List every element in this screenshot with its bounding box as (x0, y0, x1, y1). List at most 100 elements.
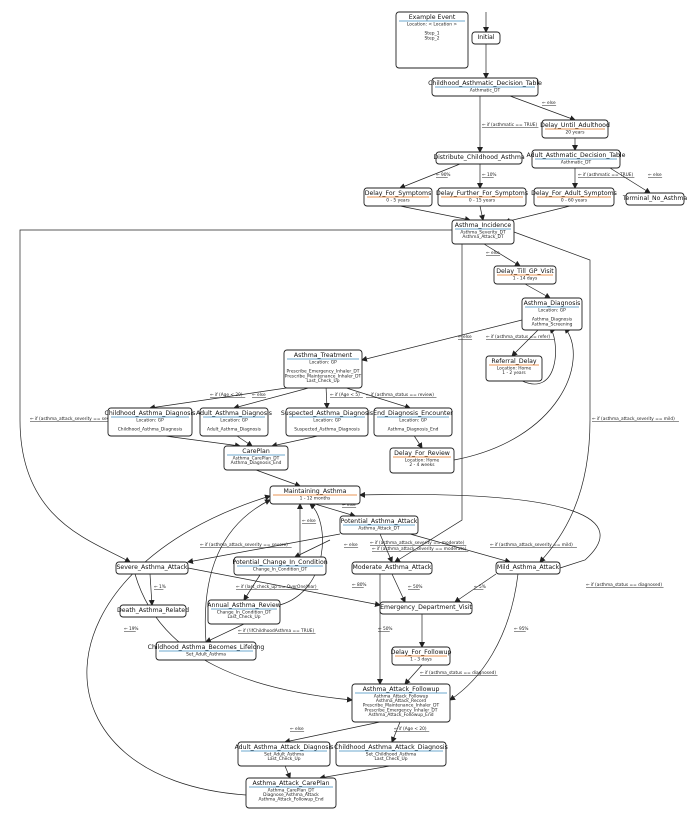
edge-label-e7: ← 10% (482, 172, 497, 178)
edge-e12 (504, 205, 571, 224)
node-distc[interactable]: Distribute_Childhood_Asthma (433, 151, 525, 165)
node-title-atreat: Asthma_Treatment (294, 352, 353, 359)
node-title-pcic: Potential_Change_In_Condition (232, 559, 327, 566)
edge-label-e45: ← 50% (378, 626, 393, 632)
edge-label-e50: ← if (asthma_status == diagnosed) (586, 582, 662, 588)
node-title-dfs: Delay_For_Symptoms (365, 190, 432, 197)
edge-label-e37: ← if (last_check_up == OverOneYear) (236, 584, 317, 590)
edge-e6 (399, 163, 461, 189)
node-box-dfr (389, 447, 455, 474)
node-aaad[interactable]: Adult_Asthma_Attack_DiagnosisSet_Adult_A… (235, 741, 334, 767)
node-line-careplan-1: Asthma_Diagnosis_End (231, 460, 282, 466)
node-pcic[interactable]: Potential_Change_In_ConditionChange_In_C… (232, 556, 328, 576)
node-initial[interactable]: Initial (471, 31, 501, 45)
node-title-adiag: Asthma_Diagnosis (524, 300, 581, 307)
node-box-edv (379, 601, 473, 615)
node-line-aaf-1: Asthma_Attack_Record (376, 698, 427, 704)
edge-e38 (279, 503, 323, 606)
node-line-example-0: Location: < Location > (407, 22, 457, 28)
node-miaa[interactable]: Mild_Asthma_Attack (495, 561, 561, 575)
edge-e34 (409, 533, 511, 564)
edge-e18 (149, 385, 301, 411)
node-title-aadt: Adult_Asthmatic_Decision_Table (527, 152, 626, 159)
node-saa[interactable]: Severe_Asthma_Attack (115, 561, 189, 575)
node-box-aacp (245, 777, 337, 809)
node-line-aar-0: Change_In_Condition_DT (217, 610, 272, 616)
node-line-caad-0: Set_Childhood_Asthma (366, 752, 417, 758)
edge-e36 (294, 539, 331, 558)
node-edv[interactable]: Emergency_Department_Visit (379, 601, 473, 615)
node-box-initial (471, 31, 501, 45)
node-title-aad: Adult_Asthma_Diagnosis (196, 410, 272, 417)
node-box-sad (285, 407, 369, 437)
node-tna[interactable]: Terminal_No_Asthma (622, 192, 688, 206)
edge-e13 (483, 243, 521, 267)
node-title-dfas: Delay_For_Adult_Symptoms (531, 190, 617, 197)
node-aadt[interactable]: Adult_Asthmatic_Decision_TableAsthmatic_… (527, 149, 626, 169)
node-title-dtgp: Delay_Till_GP_Visit (496, 268, 554, 275)
edge-label-e39: ← if (!ifChildhoodAsthma == TRUE) (238, 628, 314, 634)
edge-label-e35: ← else (302, 518, 316, 524)
node-line-aaad-0: Set_Adult_Asthma (264, 752, 304, 758)
edge-e52 (391, 721, 401, 743)
node-box-dar (119, 604, 187, 618)
node-line-duadult-0: 20 years (565, 130, 585, 136)
node-line-caad-1: Last_Check_Up (374, 756, 407, 762)
node-aacp[interactable]: Asthma_Attack_CarePlanAsthma_CarePlan_DT… (245, 777, 337, 809)
node-line-inc-1: Asthma_Attack_DT (462, 234, 504, 240)
node-box-ede (373, 407, 453, 437)
node-line-aar-1: Last_Check_Up (227, 614, 260, 620)
edge-label-e4: ← else (542, 100, 556, 106)
node-line-aacp-0: Asthma_CarePlan_DT (268, 788, 315, 794)
node-title-dfr: Delay_For_Review (394, 450, 450, 457)
edge-label-e6: ← 90% (436, 172, 451, 178)
node-box-tna (625, 192, 685, 206)
edge-label-e51: ← else (290, 726, 304, 732)
node-cadt[interactable]: Childhood_Asthmatic_Decision_TableAsthma… (428, 77, 542, 97)
node-line-ede-2: Asthma_Diagnosis_End (388, 427, 439, 433)
node-title-paa: Potential_Asthma_Attack (341, 518, 418, 525)
edge-label-e44: ← 50% (408, 584, 423, 590)
node-aaf[interactable]: Asthma_Attack_FollowupAsthma_Attack_Foll… (351, 683, 451, 723)
node-maa[interactable]: Moderate_Asthma_Attack (351, 561, 433, 575)
node-line-refd-0: Location: Home (497, 366, 532, 372)
node-title-tna: Terminal_No_Asthma (622, 195, 688, 202)
node-cabl[interactable]: Childhood_Asthma_Becomes_LifelongSet_Adu… (148, 641, 265, 661)
node-caad[interactable]: Childhood_Asthma_Attack_DiagnosisSet_Chi… (334, 741, 448, 767)
node-title-cad: Childhood_Asthma_Diagnosis (105, 410, 196, 417)
node-inc[interactable]: Asthma_IncidenceAsthma_Severity_DTAsthma… (451, 219, 515, 245)
node-dar[interactable]: Death_Asthma_Related (117, 604, 189, 618)
edge-e29 (394, 244, 463, 563)
edge-label-e28: ← else (342, 502, 356, 508)
edge-label-e13: ← else (486, 250, 500, 256)
edge-e16 (511, 327, 541, 357)
edge-label-e36: ← else (344, 542, 358, 548)
node-aar[interactable]: Annual_Asthma_ReviewChange_In_Condition_… (207, 599, 281, 625)
node-title-cadt: Childhood_Asthmatic_Decision_Table (428, 80, 542, 87)
edge-e4 (509, 95, 576, 122)
edge-e31 (513, 231, 591, 563)
edge-label-e30: ← if (asthma_attack_severity == severe) (30, 416, 118, 422)
node-title-dff: Delay_For_Followup (391, 649, 452, 656)
edge-label-e9: ← else (648, 172, 662, 178)
edge-e53 (284, 765, 291, 779)
node-careplan[interactable]: CarePlanAsthma_CarePlan_DTAsthma_Diagnos… (223, 445, 289, 471)
